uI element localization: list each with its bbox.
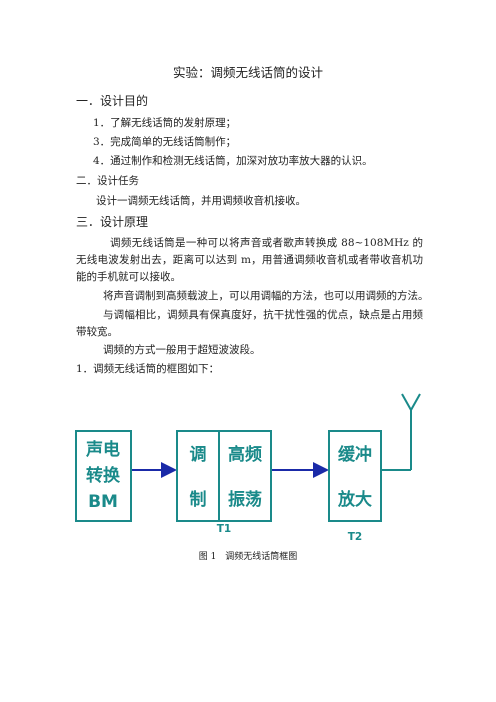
- box2a-line1: 调: [190, 445, 207, 465]
- box2b-line1: 高频: [228, 444, 262, 465]
- box-hf-oscillator: [218, 430, 272, 522]
- section3-paragraph-5: 1．调频无线话筒的框图如下：: [76, 363, 220, 375]
- page-title: 实验：调频无线话筒的设计: [172, 65, 323, 80]
- box1-line1: 声电: [85, 439, 120, 460]
- section3-paragraph-2: 将声音调制到高频载波上，可以用调幅的方法，也可以用调频的方法。: [103, 290, 429, 302]
- section1-item-2: 3．完成简单的无线话筒制作；: [93, 136, 237, 148]
- box-acoustic-electric: [75, 430, 132, 522]
- box1-line3: BM: [88, 492, 118, 512]
- section3-paragraph-4: 调频的方式一般用于超短波波段。: [103, 344, 261, 356]
- box3-line1: 缓冲: [338, 444, 372, 465]
- box2a-line2: 制: [190, 489, 207, 510]
- section3-heading: 三．设计原理: [76, 215, 149, 229]
- box2b-line2: 振荡: [228, 489, 262, 510]
- label-t1: T1: [217, 523, 231, 535]
- figure-caption: 图 1 调频无线话筒框图: [198, 552, 298, 562]
- box1-line2: 转换: [86, 465, 121, 486]
- antenna-icon: [380, 393, 421, 471]
- section3-paragraph-3: 与调幅相比，调频具有保真度好，抗干扰性强的优点，缺点是占用频带较宽。: [76, 309, 423, 338]
- section2-heading: 二．设计任务: [76, 175, 139, 187]
- section2-text: 设计一调频无线话筒，并用调频收音机接收。: [96, 195, 306, 207]
- box3-line2: 放大: [337, 489, 372, 510]
- section1-item-1: 1．了解无线话筒的发射原理；: [93, 117, 237, 129]
- section1-item-3: 4．通过制作和检测无线话筒，加深对放功率放大器的认识。: [93, 155, 373, 167]
- section1-heading: 一．设计目的: [76, 94, 149, 108]
- section3-paragraph-1: 调频无线话筒是一种可以将声音或者歌声转换成 88~108MHz 的无线电波发射出…: [76, 237, 423, 283]
- label-t2: T2: [348, 531, 362, 543]
- box-buffer-amplifier: [328, 430, 382, 522]
- box-modulation: [176, 430, 220, 522]
